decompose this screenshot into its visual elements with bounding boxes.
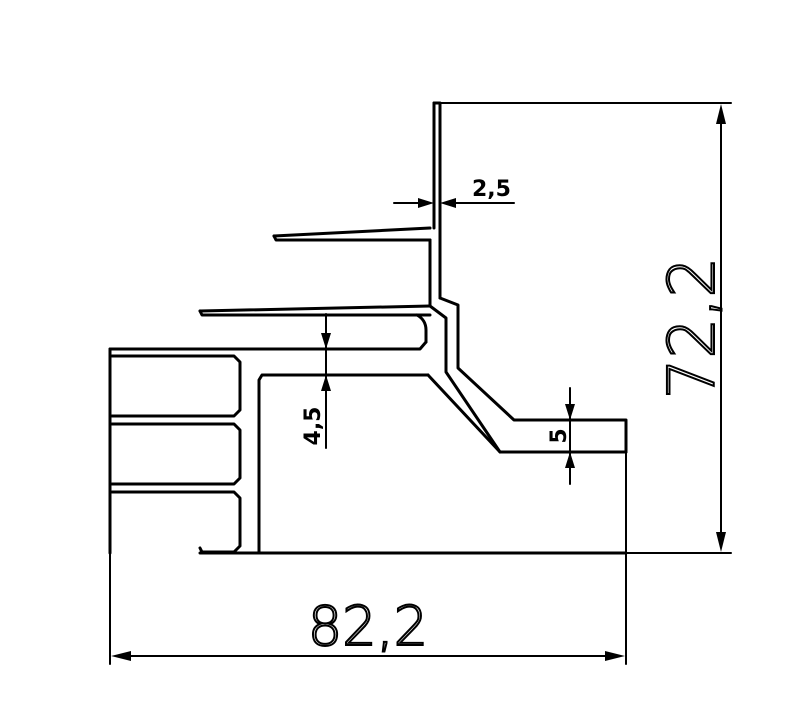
dimension-overall-width	[109, 348, 627, 665]
flange-label: 5	[547, 428, 572, 443]
dimension-wall-thickness	[393, 198, 515, 208]
overall-height-label: 72,2	[656, 257, 730, 400]
dimension-flange	[565, 387, 575, 485]
overall-width-label: 82,2	[308, 595, 428, 658]
wall-thickness-label: 2,5	[472, 177, 511, 202]
dimension-overall-height	[439, 102, 732, 554]
dimension-gap	[321, 313, 331, 449]
gap-label: 4,5	[301, 407, 326, 446]
profile-outline	[108, 101, 628, 555]
